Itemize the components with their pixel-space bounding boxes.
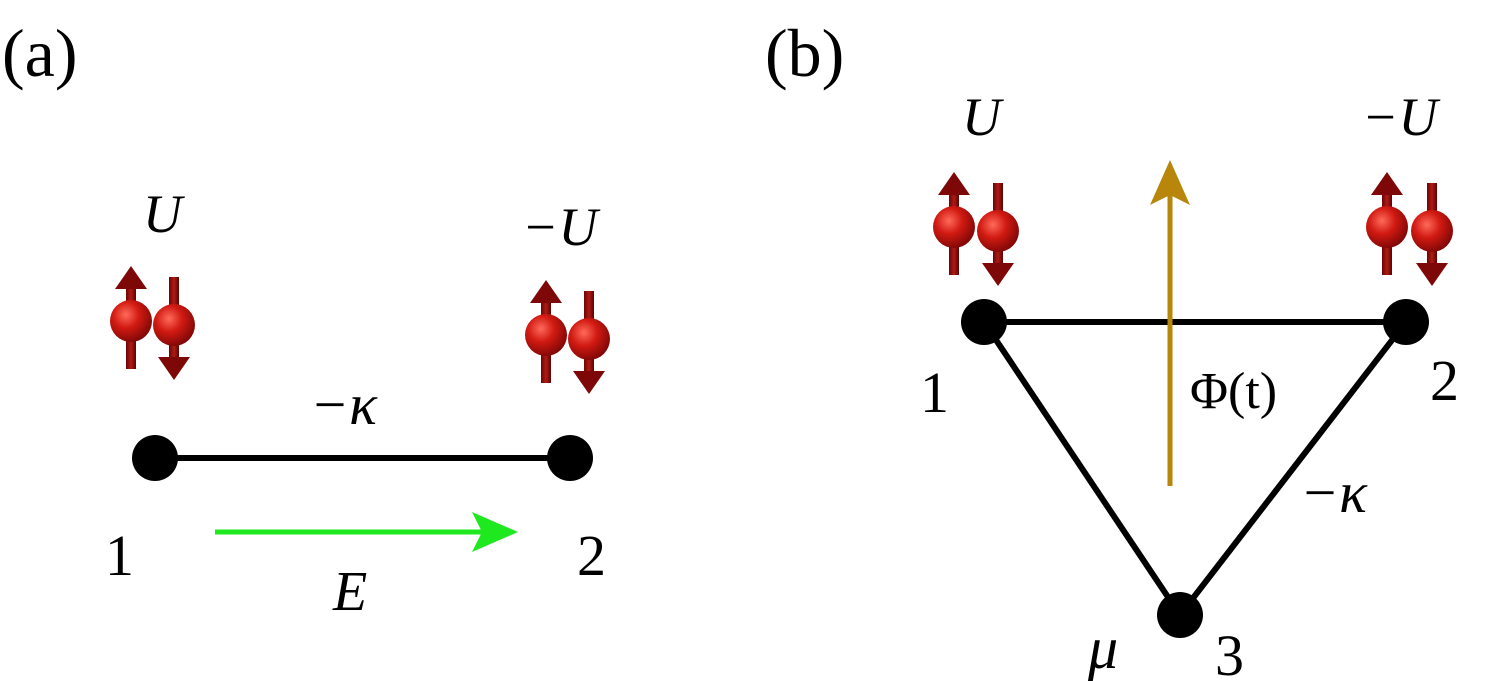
spin-down-icon [153,277,195,380]
panel-b-site-2-energy: −U [1362,87,1440,147]
panel-b-site-1-label: 1 [920,360,949,425]
panel-b-site-2 [1383,299,1429,345]
panel-a-site-2-label: 2 [577,523,606,588]
spin-down-icon [568,291,610,394]
panel-b-site-1-energy: U [962,87,1004,147]
panel-b-hopping-label: −κ [1300,460,1368,525]
spin-down-icon [1411,183,1453,286]
panel-a: (a) 1 2 U −U −κ E [2,15,610,623]
spin-up-icon [933,172,975,275]
panel-b-label: (b) [765,15,844,91]
panel-a-site-1 [132,435,178,481]
panel-b-site-3 [1157,592,1203,638]
panel-b-flux-label: Φ(t) [1190,363,1277,420]
spin-down-icon [977,183,1019,286]
panel-a-site-1-label: 1 [105,523,134,588]
panel-b-site-3-label: 3 [1215,623,1244,681]
spin-up-icon [1366,172,1408,275]
flux-arrow-icon [1150,160,1190,205]
panel-a-label: (a) [2,15,77,91]
panel-b-bond-23 [1177,320,1409,617]
panel-a-hopping-label: −κ [310,372,378,437]
panel-b-bond-13 [981,320,1183,617]
field-arrow-icon [472,512,518,552]
panel-b-site-3-potential: μ [1087,615,1118,681]
panel-b-site-2-label: 2 [1430,348,1459,413]
panel-b-site-1 [961,299,1007,345]
panel-a-site-1-energy: U [143,184,185,244]
panel-a-site-2-energy: −U [522,197,600,257]
panel-a-field-label: E [332,561,367,623]
panel-a-site-2 [547,435,593,481]
spin-up-icon [525,280,567,383]
spin-up-icon [110,266,152,369]
panel-b: (b) 1 2 3 U −U μ −κ Φ(t) [765,15,1459,681]
